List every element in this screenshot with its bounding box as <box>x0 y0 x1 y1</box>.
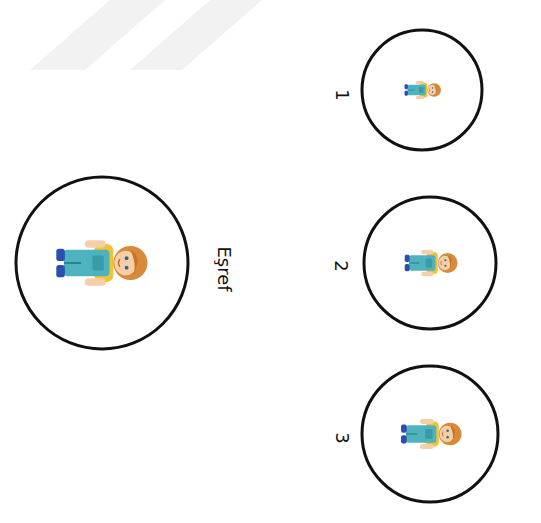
circle-outline <box>360 364 500 504</box>
circle-outline <box>364 197 496 329</box>
child-figure <box>405 250 458 276</box>
circle-outline <box>362 366 498 502</box>
circle-node: 2 <box>362 195 498 331</box>
watermark-stripe <box>130 0 262 70</box>
node-label: 1 <box>333 90 351 101</box>
node-label: 2 <box>332 261 350 272</box>
circle-outline <box>14 175 190 351</box>
node-label: 3 <box>333 433 351 444</box>
child-figure <box>405 81 441 99</box>
circle-outline <box>16 177 188 349</box>
circle-outline <box>360 28 484 152</box>
circle-node: 1 <box>360 28 484 152</box>
circle-outline <box>362 195 498 331</box>
circle-node: Eşref <box>14 175 190 351</box>
child-figure <box>401 419 461 449</box>
node-label: Eşref <box>215 247 233 292</box>
circle-outline <box>362 30 482 150</box>
child-figure <box>56 240 147 286</box>
circle-node: 3 <box>360 364 500 504</box>
